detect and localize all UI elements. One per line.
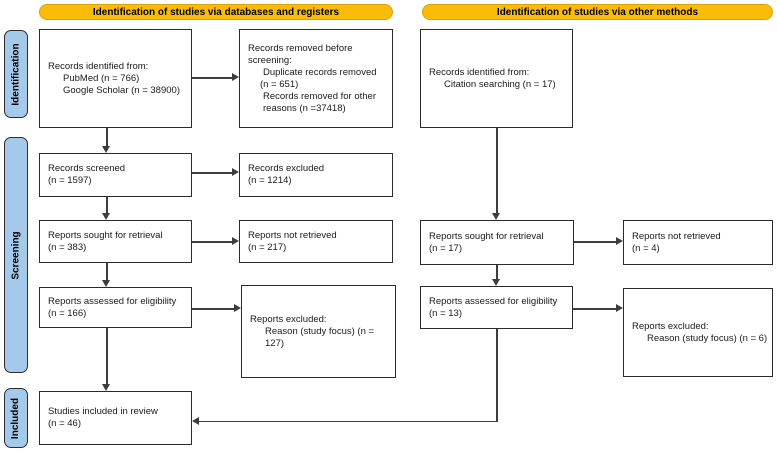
box-text-line: Reports sought for retrieval [429,230,544,242]
box-text-line: Reports assessed for eligibility [429,295,558,307]
box-text-line: (n = 46) [48,418,82,429]
box-text-line: Records identified from: [48,60,149,72]
box-text-line: PubMed (n = 766) [63,72,140,84]
phase-label-screening: Screening [4,137,28,373]
box-reports-assessed-databases: Reports assessed for eligibility (n = 16… [39,287,192,328]
box-reports-excluded-other: Reports excluded: Reason (study focus) (… [623,288,773,377]
arrow-right-icon [232,237,239,245]
box-text-line: Records removed before [248,42,353,54]
header-databases-registers: Identification of studies via databases … [39,4,393,20]
box-records-identified-other: Records identified from: Citation search… [420,29,573,128]
connector-other-methods-to-included-line [198,420,497,422]
box-text-line: Duplicate records removed [263,66,377,78]
connector-assessed-other-to-excluded-line [573,308,617,310]
box-text-line: Google Scholar (n = 38900) [63,84,180,96]
box-reports-sought-databases: Reports sought for retrieval (n = 383) [39,220,192,263]
connector-assessed-other-down-line [496,329,498,422]
box-records-removed-before-screening: Records removed before screening: Duplic… [239,29,393,128]
arrow-left-icon [192,417,199,425]
arrow-right-icon [234,304,241,312]
arrow-down-icon [492,279,500,286]
box-text-line: Reports sought for retrieval [48,229,163,241]
connector-screened-to-excluded-line [192,172,233,174]
connector-assessed-to-excluded-line [192,308,235,310]
arrow-down-icon [102,280,110,287]
arrow-right-icon [232,168,239,176]
box-text-line: (n = 217) [248,241,287,253]
box-reports-assessed-other: Reports assessed for eligibility (n = 13… [420,286,573,329]
arrow-down-icon [102,213,110,220]
box-text-line: Reports excluded: [632,320,709,332]
box-reports-excluded-databases: Reports excluded: Reason (study focus) (… [241,285,396,378]
box-text-line: (n = 1214) [248,175,292,186]
connector-identified-to-screened-line [106,128,108,147]
box-records-identified-databases: Records identified from: PubMed (n = 766… [39,29,192,128]
box-text-line: Records removed for other [263,90,376,102]
arrow-right-icon [616,237,623,245]
box-text-line: (n = 13) [429,307,463,319]
box-text-line: Reports not retrieved [632,230,721,242]
box-text-line: 127) [265,337,285,349]
box-reports-sought-other: Reports sought for retrieval (n = 17) [420,220,574,265]
box-text-line: (n = 166) [48,307,87,319]
box-text-line: Studies included in review [48,406,158,417]
box-reports-not-retrieved-other: Reports not retrieved (n = 4) [623,220,773,265]
connector-identified-to-removed-line [192,77,233,79]
arrow-down-icon [102,384,110,391]
arrow-down-icon [102,146,110,153]
phase-label-included-text: Included [10,397,22,439]
box-text-line: (n = 17) [429,242,463,254]
box-text-line: Reason (study focus) (n = [265,325,375,337]
box-text-line: Records identified from: [429,66,530,78]
box-text-line: (n = 1597) [48,175,92,186]
box-studies-included: Studies included in review (n = 46) [39,391,192,445]
phase-label-identification-text: Identification [10,42,22,106]
connector-sought-to-not-retrieved-line [192,241,233,243]
header-other-methods: Identification of studies via other meth… [422,4,773,20]
arrow-right-icon [616,304,623,312]
box-text-line: Reports not retrieved [248,229,337,241]
box-text-line: (n = 651) [260,78,299,90]
box-text-line: Records screened [48,163,126,174]
box-text-line: (n = 383) [48,241,87,253]
box-text-line: Reports assessed for eligibility [48,295,177,307]
connector-sought-to-assessed-line [106,263,108,281]
arrow-down-icon [492,213,500,220]
phase-label-identification: Identification [4,30,28,118]
connector-screened-to-sought-line [106,197,108,214]
box-text-line: Reports excluded: [250,313,327,325]
box-text-line: Records excluded [248,163,325,174]
phase-label-screening-text: Screening [10,230,22,280]
connector-sought-other-to-assessed-line [496,265,498,280]
arrow-right-icon [232,73,239,81]
connector-assessed-to-included-line [106,328,108,386]
box-text-line: screening: [248,54,292,66]
box-reports-not-retrieved-databases: Reports not retrieved (n = 217) [239,220,393,263]
box-text-line: Reason (study focus) (n = 6) [647,332,768,344]
connector-identified-other-to-sought-line [496,128,498,214]
box-text-line: Citation searching (n = 17) [444,78,556,90]
box-records-excluded: Records excluded (n = 1214) [239,153,393,197]
box-text-line: (n = 4) [632,242,660,254]
connector-sought-other-to-not-retrieved-line [574,241,617,243]
box-text-line: reasons (n =37418) [263,102,346,114]
phase-label-included: Included [4,388,28,448]
box-records-screened: Records screened (n = 1597) [39,153,192,197]
